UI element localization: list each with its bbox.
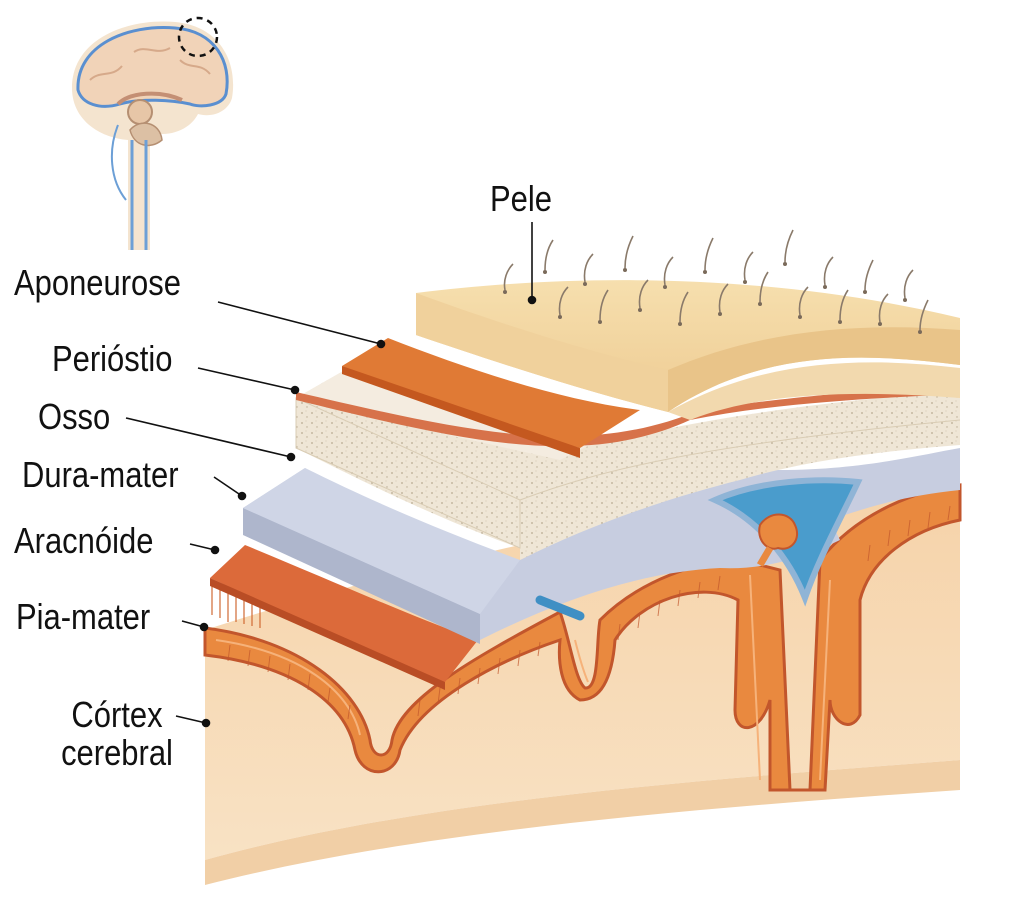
- aponeurosis-layer: [342, 338, 640, 458]
- brain-inset: [72, 16, 234, 251]
- label-cortex-line1: Córtex: [71, 694, 163, 735]
- label-cortex-cerebral: Córtex cerebral: [35, 696, 198, 772]
- venous-sinus: [535, 477, 863, 621]
- label-aracnoide: Aracnóide: [14, 520, 154, 561]
- leader-dot-dura-mater: [237, 491, 247, 501]
- hair-follicles: [503, 229, 929, 331]
- arachnoid-layer: [210, 545, 478, 690]
- label-periostio: Perióstio: [52, 338, 173, 379]
- skin-layer: [416, 229, 960, 420]
- label-osso: Osso: [38, 396, 111, 437]
- leader-periostio: [197, 367, 296, 391]
- pia-arachnoid-folds: [203, 483, 962, 792]
- leader-cortex: [175, 715, 207, 724]
- leader-lines: [125, 222, 537, 728]
- hair-roots: [503, 262, 922, 334]
- label-pia-mater: Pia-mater: [16, 596, 151, 637]
- leader-dot-osso: [286, 452, 296, 462]
- leader-dot-aponeurose: [376, 339, 386, 349]
- leader-aponeurose: [217, 301, 382, 345]
- leader-dura-mater: [213, 476, 243, 497]
- leader-osso: [125, 417, 292, 458]
- leader-dot-aracnoide: [210, 545, 220, 555]
- label-cortex-line2: cerebral: [61, 732, 173, 773]
- label-pele: Pele: [490, 178, 552, 219]
- leader-dot-pele: [527, 295, 537, 305]
- label-aponeurose: Aponeurose: [14, 262, 181, 303]
- leader-dot-cortex: [201, 718, 211, 728]
- periosteum-layer: [296, 386, 960, 447]
- label-dura-mater: Dura-mater: [22, 454, 179, 495]
- leader-dot-periostio: [290, 385, 300, 395]
- leader-dot-pia-mater: [199, 622, 209, 632]
